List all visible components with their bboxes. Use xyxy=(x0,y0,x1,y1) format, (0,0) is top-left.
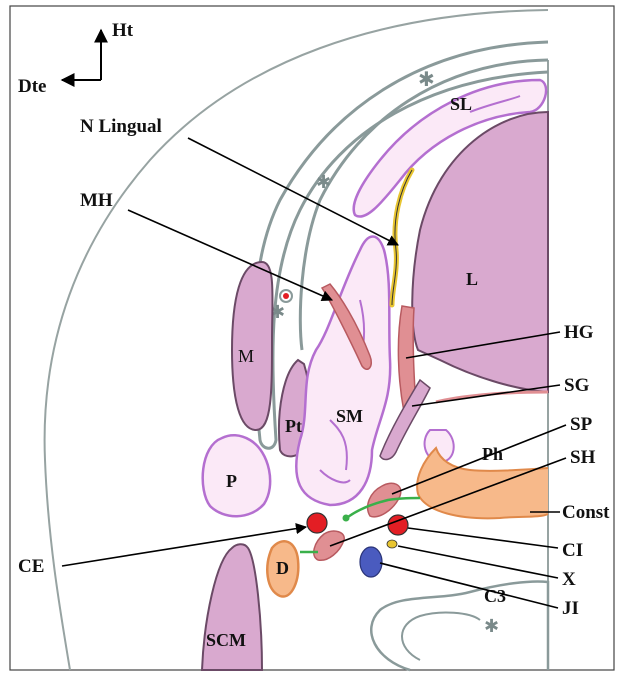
submandibular-gland xyxy=(296,237,390,506)
callout-ci: CI xyxy=(562,540,583,561)
sternocleidomastoid-muscle xyxy=(202,544,262,670)
orientation-left-label: Dte xyxy=(18,76,46,97)
leader-ci xyxy=(408,528,558,548)
callout-const: Const xyxy=(562,502,610,523)
leader-sg xyxy=(412,385,560,406)
vagus-nerve xyxy=(387,540,397,548)
label-d: D xyxy=(276,558,289,578)
mandibular-vessel-red xyxy=(283,293,289,299)
mark-star-1: ✱ xyxy=(418,67,435,91)
callout-hg: HG xyxy=(564,322,594,343)
mark-star-2: ✱ xyxy=(316,172,331,193)
callout-x: X xyxy=(562,569,576,590)
leader-jl xyxy=(380,563,558,608)
c3-vertebra-inner xyxy=(402,613,480,660)
label-pt: Pt xyxy=(285,416,302,436)
label-scm: SCM xyxy=(206,630,246,650)
callout-sp: SP xyxy=(570,414,593,435)
label-c3: C3 xyxy=(484,586,506,606)
callout-n-lingual: N Lingual xyxy=(80,116,162,137)
stylohyoid-muscle xyxy=(314,531,344,560)
callout-ce: CE xyxy=(18,556,44,577)
orientation-up-label: Ht xyxy=(112,20,134,41)
label-sm: SM xyxy=(336,406,363,426)
mark-star-4: ✱ xyxy=(484,616,499,637)
tongue-muscle xyxy=(412,112,548,392)
label-l: L xyxy=(466,269,478,289)
label-m: M xyxy=(238,346,254,366)
internal-jugular xyxy=(360,547,382,577)
label-sl: SL xyxy=(450,94,472,114)
label-p: P xyxy=(226,471,237,491)
c3-vertebra xyxy=(371,581,548,670)
callout-sh: SH xyxy=(570,447,596,468)
callout-mh: MH xyxy=(80,190,113,211)
callout-sg: SG xyxy=(564,375,590,396)
callout-jl: JI xyxy=(562,598,579,619)
external-carotid xyxy=(307,513,327,533)
leader-mh xyxy=(128,210,332,300)
nerve-green-dot xyxy=(343,515,350,522)
